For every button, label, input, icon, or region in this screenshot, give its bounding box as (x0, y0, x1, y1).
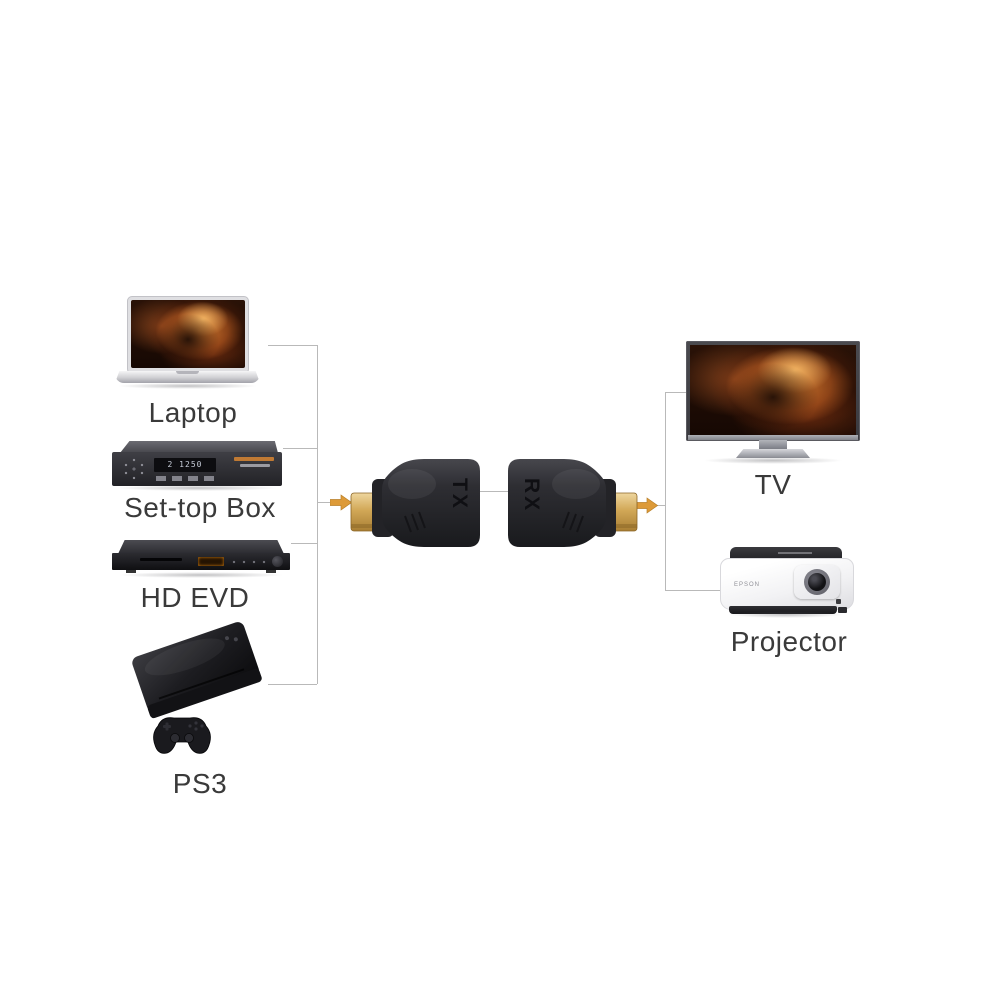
arrow-right-icon (330, 494, 352, 511)
projector-shadow (728, 611, 844, 618)
hd-evd-display (198, 557, 224, 566)
connector-line-laptop (268, 345, 317, 346)
rx-adapter-image: RX (508, 459, 638, 547)
laptop-screen (127, 296, 249, 374)
connector-line-hdevd (291, 543, 317, 544)
projector-top-text (778, 552, 812, 554)
laptop-base (115, 371, 260, 383)
ps3-image (132, 622, 262, 754)
arrow-right-icon (636, 497, 658, 514)
settop-badge (240, 464, 270, 467)
connector-line-to-tx (317, 502, 332, 503)
settop-shadow (116, 485, 278, 491)
tv-stand-base (736, 449, 810, 458)
rx-adapter-label: RX (520, 478, 543, 513)
connector-line-projector (665, 590, 723, 591)
ps3-label: PS3 (172, 768, 228, 799)
tv-shadow (703, 457, 843, 464)
projector-brand: EPSON (734, 582, 761, 588)
settop-display: 2 1250 (154, 458, 216, 472)
hd-evd-buttons (230, 559, 270, 565)
settop-box-top (120, 441, 278, 453)
tx-adapter-label: TX (448, 478, 471, 511)
hd-evd-top (118, 540, 284, 554)
tv-screen-content (690, 345, 856, 435)
connector-line-tv (665, 392, 686, 393)
ps3-controller (153, 717, 211, 754)
hd-evd-disc-tray (140, 558, 182, 561)
connector-line-right-vertical (665, 392, 666, 591)
connector-line-from-rx (655, 505, 666, 506)
laptop-image (115, 296, 260, 392)
tv-frame (686, 341, 860, 441)
tv-image (686, 341, 860, 465)
projector-bottom (729, 606, 837, 614)
tv-label: TV (754, 469, 792, 500)
connector-line-left-vertical (317, 345, 318, 684)
hd-evd-feet (126, 570, 276, 573)
projector-foot (838, 607, 847, 613)
settop-key-row (156, 476, 214, 481)
settop-box-image: 2 1250 (112, 441, 282, 493)
hd-evd-label: HD EVD (140, 582, 250, 613)
hd-evd-knob (272, 556, 283, 567)
settop-badge (234, 457, 274, 461)
tx-adapter-image: TX (350, 459, 480, 547)
laptop-label: Laptop (148, 397, 238, 428)
projector-lens (808, 573, 826, 591)
settop-box-buttons (122, 457, 146, 481)
ps3-console (132, 622, 262, 719)
laptop-shadow (117, 383, 258, 389)
settop-label: Set-top Box (124, 492, 276, 523)
tv-stand-neck (759, 440, 787, 449)
laptop-screen-content (131, 300, 245, 368)
tv-bottom-bezel (688, 435, 858, 440)
connector-line-settop (283, 448, 317, 449)
connector-line-tx-rx (478, 491, 514, 492)
projector-label: Projector (730, 626, 848, 657)
projector-image: EPSON (720, 547, 854, 629)
hd-evd-image (112, 540, 290, 586)
laptop-notch (176, 371, 199, 374)
hd-evd-shadow (118, 572, 284, 578)
connector-line-ps3 (268, 684, 317, 685)
projector-logo-mark (836, 599, 841, 604)
